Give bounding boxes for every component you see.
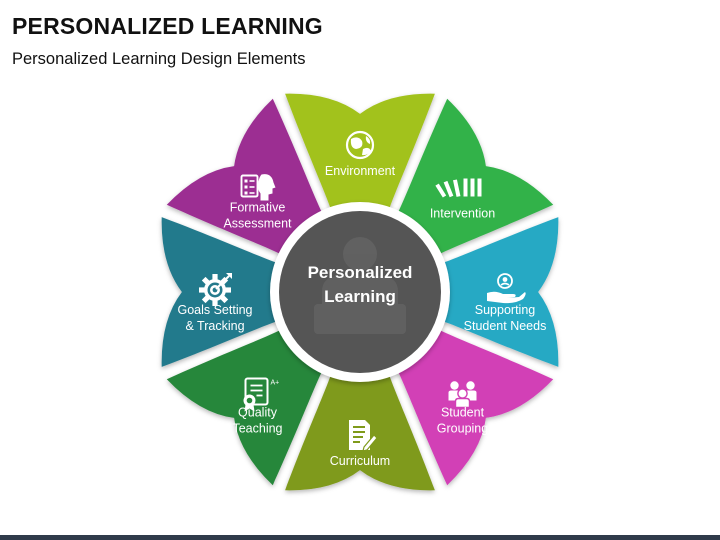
segment-shape-intervention — [398, 98, 554, 254]
segment-label-environment: Environment — [325, 164, 396, 178]
page-title: PERSONALIZED LEARNING — [12, 13, 323, 39]
segment-shape-quality-teaching — [166, 330, 322, 486]
segment-goals-setting-tracking: Goals Setting & Tracking — [161, 217, 277, 367]
dominoes-icon — [435, 178, 482, 198]
segment-label-quality-teaching: Quality — [238, 406, 278, 420]
segment-label-supporting-student-needs: Supporting — [475, 303, 536, 317]
certificate-icon: A+ — [243, 377, 280, 412]
segment-shape-environment — [285, 93, 435, 209]
footer-bar — [0, 535, 720, 540]
hand-support-icon — [487, 273, 526, 304]
page-subtitle: Personalized Learning Design Elements — [12, 50, 306, 68]
segment-shape-student-grouping — [398, 330, 554, 486]
svg-text:A+: A+ — [271, 380, 280, 387]
segment-shape-supporting-student-needs — [443, 217, 559, 367]
checklist-head-icon — [240, 174, 276, 201]
globe-leaf-icon — [345, 130, 375, 160]
segment-label-goals-setting-tracking: & Tracking — [185, 319, 244, 333]
center-label: Personalized — [308, 263, 413, 282]
segment-intervention: Intervention — [398, 98, 554, 254]
segment-label-intervention: Intervention — [430, 207, 495, 221]
group-icon — [448, 381, 477, 409]
segment-label-quality-teaching: Teaching — [232, 422, 282, 436]
segment-label-student-grouping: Student — [441, 406, 485, 420]
reader-icon — [314, 237, 406, 334]
segment-environment: Environment — [285, 93, 435, 209]
segment-label-formative-assessment: Assessment — [223, 217, 292, 231]
segment-curriculum: Curriculum — [285, 375, 435, 491]
gear-target-icon — [199, 273, 232, 306]
segment-label-supporting-student-needs: Student Needs — [464, 319, 547, 333]
segment-label-curriculum: Curriculum — [330, 454, 390, 468]
document-pen-icon — [349, 420, 378, 452]
segment-label-student-grouping: Grouping — [437, 422, 488, 436]
segment-label-goals-setting-tracking: Goals Setting — [177, 303, 252, 317]
center-hub — [279, 211, 441, 373]
center-label: Learning — [324, 287, 396, 306]
segment-label-formative-assessment: Formative — [230, 201, 286, 215]
